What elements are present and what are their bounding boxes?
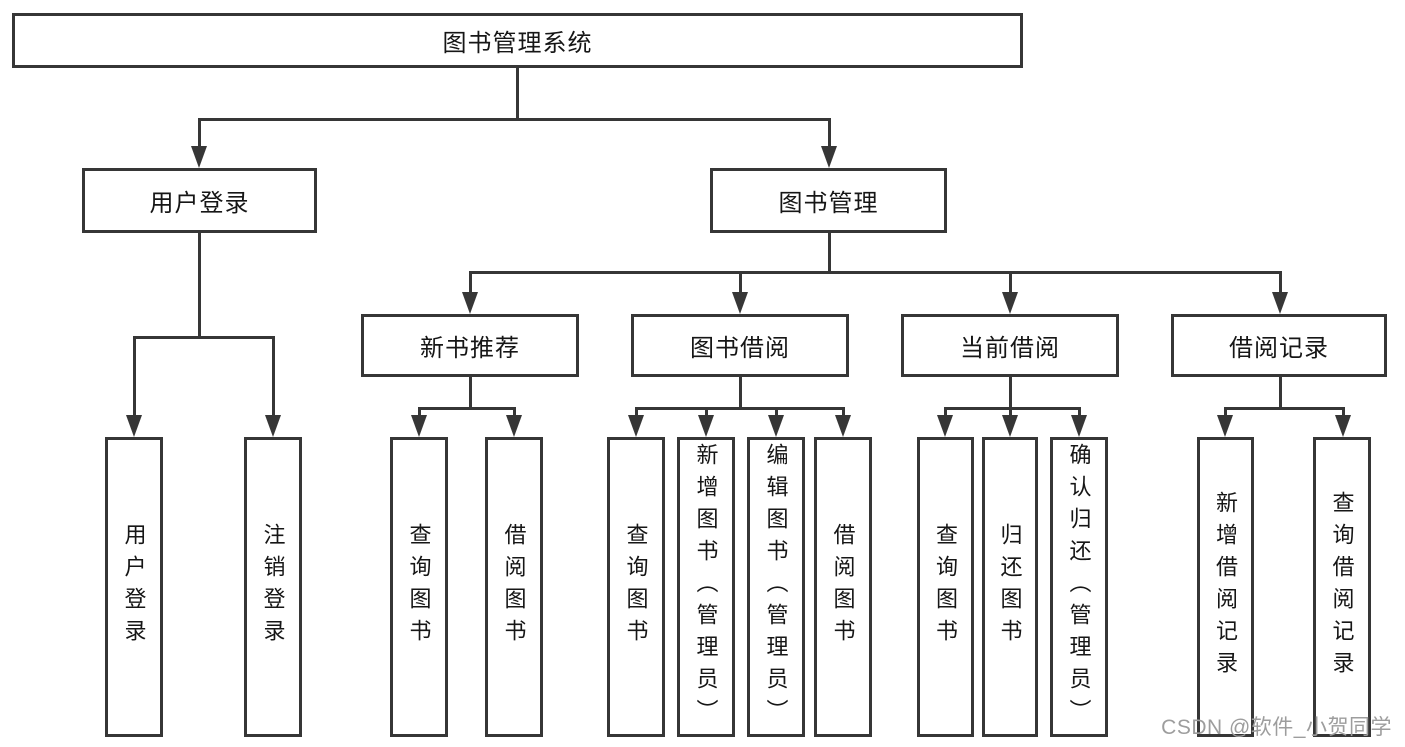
leaf-cb-confirm-return: 确认归还（管理员） [1050,437,1108,737]
arrow-down-icon [768,415,784,437]
connector-stem-leaf [705,407,708,419]
arrow-down-icon [937,415,953,437]
node-current-borrow: 当前借阅 [901,314,1119,377]
node-book-management-label: 图书管理 [778,190,879,217]
node-borrow-records: 借阅记录 [1171,314,1387,377]
leaf-br-query-record: 查询借阅记录 [1313,437,1371,737]
leaf-br-query-record-label: 查询借阅记录 [1329,491,1355,683]
node-current-borrow-label: 当前借阅 [960,335,1060,362]
node-root: 图书管理系统 [12,13,1023,68]
leaf-bb-edit-books-label: 编辑图书（管理员） [763,443,789,731]
connector-stem-leaf [1078,407,1081,419]
arrow-down-icon [1002,292,1018,314]
connector-stem-leaf [1342,407,1345,419]
connector-stem-user-login [198,118,201,150]
watermark: CSDN @软件_小贺同学 [1161,716,1392,739]
node-new-book-recommend: 新书推荐 [361,314,579,377]
node-borrow-records-label: 借阅记录 [1229,335,1329,362]
leaf-bb-add-books: 新增图书（管理员） [677,437,735,737]
connector-stem-new-books [469,271,472,296]
connector-new-books-stem [469,377,472,410]
leaf-br-add-record-label: 新增借阅记录 [1213,491,1239,683]
connector-current-borrow-branch [944,407,1080,410]
leaf-bb-query-books-label: 查询图书 [623,523,649,651]
connector-user-login-branch [133,336,274,339]
node-root-label: 图书管理系统 [442,30,593,57]
leaf-bb-add-books-label: 新增图书（管理员） [693,443,719,731]
leaf-bb-borrow-books-label: 借阅图书 [830,523,856,651]
leaf-nb-query-books-label: 查询图书 [406,523,432,651]
arrow-down-icon [191,146,207,168]
connector-stem-leaf [635,407,638,419]
leaf-logout-label: 注销登录 [260,523,286,651]
arrow-down-icon [411,415,427,437]
connector-stem-current-borrow [1009,271,1012,296]
connector-new-books-branch [418,407,515,410]
leaf-nb-borrow-books-label: 借阅图书 [501,523,527,651]
leaf-nb-query-books: 查询图书 [390,437,448,737]
arrow-down-icon [1335,415,1351,437]
leaf-user-login: 用户登录 [105,437,163,737]
leaf-cb-return-books-label: 归还图书 [997,523,1023,651]
leaf-logout: 注销登录 [244,437,302,737]
arrow-down-icon [506,415,522,437]
leaf-bb-borrow-books: 借阅图书 [814,437,872,737]
connector-stem-leaf [513,407,516,419]
node-book-borrow-label: 图书借阅 [690,335,790,362]
connector-stem-leaf [418,407,421,419]
node-book-management: 图书管理 [710,168,947,233]
leaf-bb-edit-books: 编辑图书（管理员） [747,437,805,737]
connector-borrow-records-stem [1279,377,1282,410]
leaf-cb-query-books-label: 查询图书 [933,523,959,651]
connector-root-stem [516,68,519,121]
connector-stem-leaf [272,336,275,419]
connector-book-borrow-stem [739,377,742,410]
node-new-book-recommend-label: 新书推荐 [420,335,520,362]
arrow-down-icon [732,292,748,314]
connector-root-branch [198,118,831,121]
leaf-cb-return-books: 归还图书 [982,437,1038,737]
leaf-br-add-record: 新增借阅记录 [1197,437,1254,737]
connector-stem-leaf [775,407,778,419]
arrow-down-icon [1071,415,1087,437]
arrow-down-icon [628,415,644,437]
arrow-down-icon [265,415,281,437]
connector-borrow-records-branch [1224,407,1344,410]
leaf-nb-borrow-books: 借阅图书 [485,437,543,737]
arrow-down-icon [821,146,837,168]
connector-stem-leaf [133,336,136,419]
connector-stem-leaf [842,407,845,419]
connector-stem-leaf [1009,407,1012,419]
leaf-cb-confirm-return-label: 确认归还（管理员） [1066,443,1092,731]
leaf-bb-query-books: 查询图书 [607,437,665,737]
arrow-down-icon [462,292,478,314]
connector-stem-leaf [1224,407,1227,419]
leaf-user-login-label: 用户登录 [121,523,147,651]
arrow-down-icon [835,415,851,437]
connector-book-borrow-branch [635,407,844,410]
arrow-down-icon [1002,415,1018,437]
connector-stem-book-management [828,118,831,150]
leaf-cb-query-books: 查询图书 [917,437,974,737]
connector-current-borrow-stem [1009,377,1012,410]
node-user-login: 用户登录 [82,168,317,233]
node-book-borrow: 图书借阅 [631,314,849,377]
connector-stem-leaf [944,407,947,419]
connector-user-login-stem [198,233,201,339]
connector-book-management-branch [469,271,1282,274]
arrow-down-icon [1217,415,1233,437]
arrow-down-icon [698,415,714,437]
connector-stem-borrow-records [1279,271,1282,296]
connector-stem-book-borrow [739,271,742,296]
connector-book-management-stem [828,233,831,274]
node-user-login-label: 用户登录 [149,190,250,217]
arrow-down-icon [1272,292,1288,314]
arrow-down-icon [126,415,142,437]
